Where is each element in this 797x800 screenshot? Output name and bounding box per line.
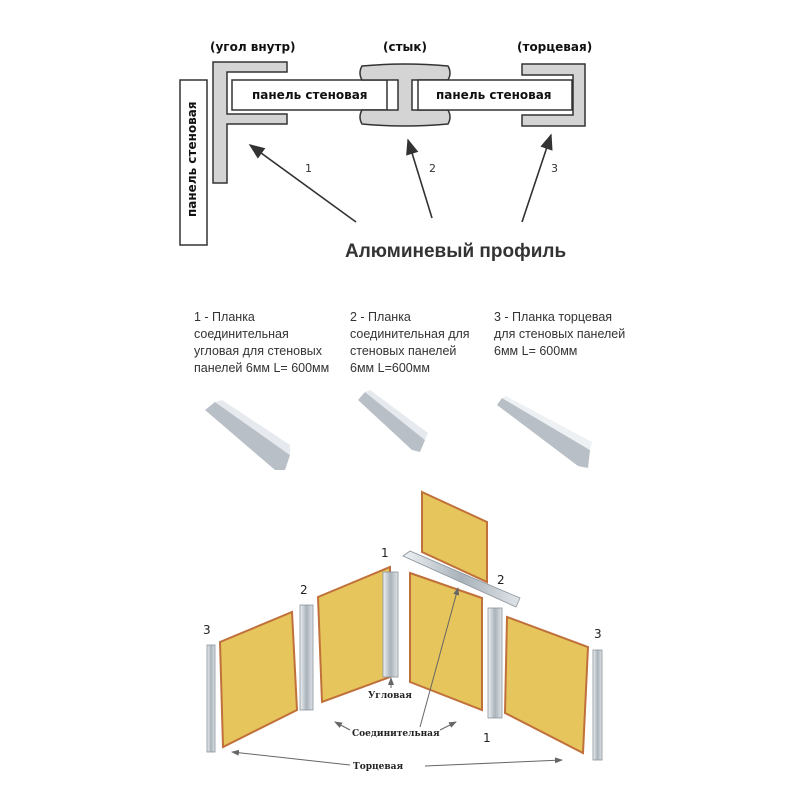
arrow-number-2: 2	[429, 162, 436, 175]
panel	[409, 571, 483, 712]
wall-panel-section-1	[231, 79, 388, 111]
panel-label-2: панель стеновая	[436, 88, 552, 102]
arrow-3	[521, 133, 553, 223]
number-left-end: 3	[203, 623, 211, 637]
label-corner-inner: (угол внутр)	[210, 40, 296, 54]
end-profile-image	[497, 396, 592, 468]
assembly-panels	[218, 490, 590, 755]
product-description-1: 1 - Планка соединительная угловая для ст…	[194, 310, 330, 375]
label-end-profile: Торцевая	[353, 762, 404, 772]
panel	[316, 565, 391, 704]
label-end: (торцевая)	[517, 40, 593, 54]
panel	[218, 610, 299, 749]
wall-panel-section-2	[417, 79, 573, 111]
joint-profile-image	[358, 390, 428, 452]
assembly-profiles	[206, 550, 603, 761]
panel-label-1: панель стеновая	[252, 88, 368, 102]
number-bottom: 1	[483, 731, 491, 745]
panel-label-vertical: панель стеновая	[185, 101, 199, 217]
arrow-2	[406, 138, 433, 219]
corner-profile-section	[212, 61, 288, 184]
arrow-number-1: 1	[305, 162, 312, 175]
corner-profile-image	[205, 400, 290, 470]
number-corner: 1	[381, 546, 389, 560]
corner-profile	[382, 571, 399, 678]
label-joint-profile: Соединительная	[352, 729, 440, 739]
panel	[421, 490, 488, 584]
label-corner-profile: Угловая	[368, 691, 412, 701]
side-wall-panel	[179, 79, 208, 246]
end-profile-right	[592, 649, 603, 761]
end-profile-left	[206, 644, 216, 753]
end-profile-section	[521, 63, 586, 127]
number-right-end: 3	[594, 627, 602, 641]
number-top-joint: 2	[497, 573, 505, 587]
arrow-1	[248, 144, 357, 223]
product-description-2: 2 - Планка соединительная для стеновых п…	[350, 310, 470, 375]
joint-profile-right	[487, 607, 503, 719]
diagram-title: Алюминевый профиль	[345, 241, 567, 262]
product-description-3: 3 - Планка торцевая для стеновых панелей…	[494, 310, 626, 358]
label-joint: (стык)	[383, 40, 428, 54]
joint-profile-horizontal	[402, 550, 521, 608]
joint-profile-left	[299, 604, 314, 711]
panel	[503, 615, 590, 755]
arrow-number-3: 3	[551, 162, 558, 175]
number-left-joint: 2	[300, 583, 308, 597]
